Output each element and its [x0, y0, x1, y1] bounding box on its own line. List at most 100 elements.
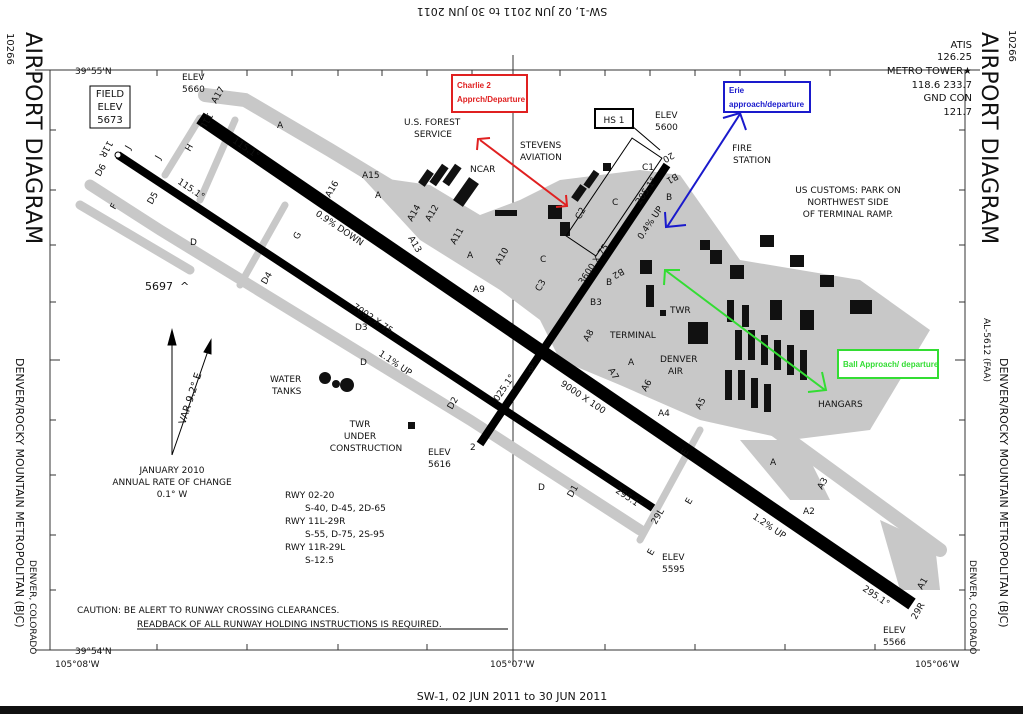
- map-label: A: [770, 458, 777, 468]
- map-shape: [203, 338, 212, 355]
- map-label: NORTHWEST SIDE: [807, 198, 889, 208]
- map-label: 121.7: [943, 107, 972, 118]
- map-label: 11R: [97, 139, 115, 159]
- runway-11R-29L: [115, 151, 656, 512]
- map-label: Apprch/Departure: [457, 95, 526, 104]
- facility-labels: U.S. FOREST SERVICE NCAR STEVENS AVIATIO…: [270, 108, 901, 454]
- title-left: AIRPORT DIAGRAM: [20, 32, 45, 245]
- chart-number-right: 10266: [1006, 30, 1017, 62]
- map-shape: [646, 285, 654, 307]
- map-label: Charlie 2: [457, 81, 491, 90]
- map-label: TERMINAL: [609, 331, 656, 341]
- map-shape: [723, 81, 811, 113]
- map-label: D: [190, 238, 197, 248]
- map-label: A9: [473, 285, 485, 295]
- runway-11L-29R: [196, 112, 916, 610]
- map-shape: [603, 163, 611, 171]
- map-label: ELEV: [182, 73, 205, 83]
- map-label: D4: [260, 270, 275, 286]
- map-label: WATER: [270, 375, 301, 385]
- map-shape: [700, 240, 710, 250]
- map-shape: [760, 235, 774, 247]
- frame: [35, 55, 980, 665]
- map-shape: [751, 378, 758, 408]
- map-shape: [583, 169, 600, 189]
- airport-city-left: DENVER, COLORADO: [27, 560, 37, 654]
- annotation-erie: Erie approach/departure: [664, 81, 811, 229]
- runway-strength: RWY 02-20 S-40, D-45, 2D-65 RWY 11L-29R …: [285, 491, 386, 566]
- map-shape: [167, 328, 177, 346]
- map-label: 5660: [182, 85, 205, 95]
- taxiway-d: [84, 179, 646, 536]
- map-label: 20: [660, 149, 675, 164]
- map-label: C1: [642, 163, 654, 173]
- map-label: ELEV: [428, 448, 451, 458]
- map-label: TWR: [669, 306, 691, 316]
- field-elev-marker: [114, 151, 122, 159]
- effective-date-top: SW-1, 02 JUN 2011 to 30 JUN 2011: [417, 5, 607, 18]
- map-shape: [332, 380, 340, 388]
- ramp-east-end: [880, 520, 940, 590]
- title-right: AIRPORT DIAGRAM: [976, 32, 1001, 245]
- airport-city-right: DENVER, COLORADO: [967, 560, 977, 654]
- map-label: STATION: [733, 156, 771, 166]
- map-shape: [663, 269, 680, 286]
- annotation-ball: Ball Approach/ departure: [663, 269, 939, 393]
- map-shape: [742, 305, 749, 327]
- map-label: S-55, D-75, 2S-95: [305, 530, 385, 540]
- obstacle-elevation: 5697: [145, 280, 173, 293]
- airport-name-left: DENVER/ROCKY MOUNTAIN METROPOLITAN (BJC): [13, 358, 26, 628]
- map-label: D3: [355, 323, 368, 333]
- map-label: HS 1: [603, 116, 624, 126]
- map-label: METRO TOWER★: [887, 66, 972, 77]
- faa-id: AL-5612 (FAA): [981, 318, 991, 382]
- north-arrow: VAR 9.2° E: [167, 328, 212, 456]
- taxiway-f: [75, 200, 195, 275]
- map-label: S-12.5: [305, 556, 334, 566]
- map-label: B: [606, 278, 612, 288]
- map-label: A16: [324, 179, 342, 199]
- map-label: NCAR: [470, 165, 495, 175]
- ramp-south: [740, 440, 830, 500]
- lon-mid: 105°07'W: [490, 660, 535, 670]
- mag-var-rate-label: ANNUAL RATE OF CHANGE: [112, 478, 232, 488]
- map-label: H: [184, 143, 196, 154]
- map-shape: [555, 194, 569, 208]
- taxiway-h: [161, 114, 204, 179]
- runways: [115, 112, 916, 610]
- map-label: B: [528, 365, 534, 375]
- map-shape: [800, 310, 814, 330]
- map-shape: [548, 205, 562, 219]
- map-shape: [800, 350, 807, 380]
- map-label: Erie: [729, 86, 745, 95]
- map-label: S-40, D-45, 2D-65: [305, 504, 386, 514]
- map-shape: [820, 275, 834, 287]
- lat-bottom: 39°54'N: [75, 647, 112, 657]
- green-arrow: [664, 269, 826, 391]
- map-shape: [495, 210, 517, 216]
- map-shape: [807, 371, 828, 393]
- map-label: 5566: [883, 638, 906, 648]
- map-label: D6: [94, 162, 109, 178]
- map-shape: [476, 137, 491, 151]
- map-shape: [453, 177, 479, 207]
- field-elevation-box: FIELD ELEV 5673: [89, 85, 131, 129]
- map-shape: [761, 335, 768, 365]
- map-label: 5673: [97, 115, 122, 126]
- annotation-charlie-2: Charlie 2 Apprch/Departure: [451, 74, 569, 208]
- map-shape: [787, 345, 794, 375]
- map-label: 5616: [428, 460, 451, 470]
- map-shape: [730, 265, 744, 279]
- map-shape: [688, 322, 708, 344]
- map-label: F: [109, 202, 120, 211]
- map-label: A: [467, 251, 474, 261]
- map-label: TWR: [349, 420, 371, 430]
- map-label: J: [153, 154, 163, 162]
- map-label: ELEV: [97, 102, 122, 113]
- map-label: AIR: [668, 367, 683, 377]
- map-label: E: [684, 496, 696, 506]
- map-label: Ball Approach/ departure: [843, 360, 939, 369]
- lat-top: 39°55'N: [75, 67, 112, 77]
